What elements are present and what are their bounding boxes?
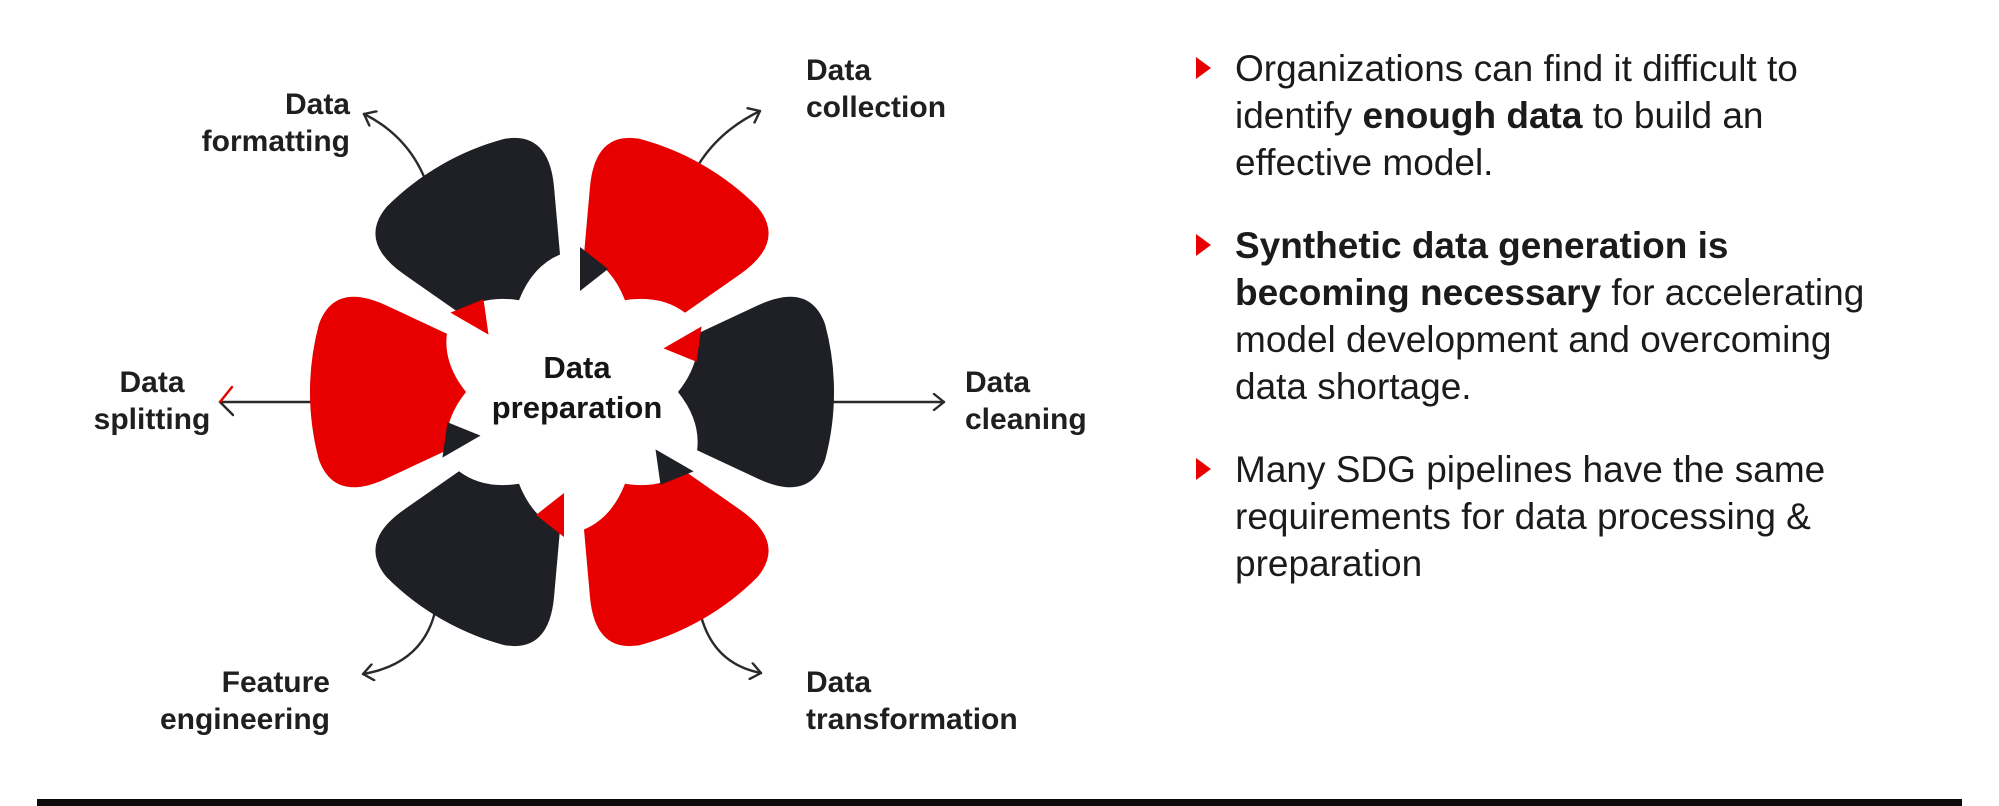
label-line: splitting (93, 403, 211, 436)
label-data-formatting: Data formatting (150, 86, 350, 160)
bullet-text-line: requirements for data processing & (1235, 493, 1825, 540)
bullet-text-segment: model development and overcoming (1235, 319, 1832, 360)
center-label-data-preparation: Data preparation (427, 348, 727, 428)
data-transformation-arrow (699, 614, 763, 673)
label-line: Data (806, 54, 872, 87)
label-data-splitting: Data splitting (52, 364, 252, 438)
gap-tab (649, 429, 708, 478)
bullet-triangle-icon (1196, 458, 1211, 480)
bullet-text-bold-segment: enough data (1362, 95, 1583, 136)
label-line: transformation (806, 703, 1018, 736)
segment-data-transformation (584, 471, 769, 647)
gap-tab (436, 429, 495, 478)
gap-tab (560, 488, 584, 542)
bullet-text-line: Many SDG pipelines have the same (1235, 446, 1825, 493)
cycle-chevron (442, 422, 481, 458)
data-splitting-arrow-barb-red (218, 385, 234, 404)
cycle-chevron (536, 493, 564, 537)
bullet-text-line: data shortage. (1235, 363, 1864, 410)
bullet-text-segment: Organizations can find it difficult to (1235, 48, 1798, 89)
bullet-text-line: identify enough data to build an (1235, 92, 1798, 139)
bullet-text-segment: identify (1235, 95, 1363, 136)
label-line: Data (284, 88, 350, 121)
feature-engineering-arrow (361, 610, 437, 674)
bullet-text-line: preparation (1235, 540, 1825, 587)
bullet-text-segment: to build an (1582, 95, 1764, 136)
cycle-chevron (655, 449, 694, 485)
label-line: Data (119, 366, 185, 399)
bullet-text-segment: preparation (1235, 543, 1423, 584)
label-line: engineering (159, 703, 330, 736)
label-line: Feature (221, 666, 330, 699)
bullet-text-segment: requirements for data processing & (1235, 496, 1811, 537)
cycle-chevron (580, 247, 608, 291)
cycle-segments (309, 137, 835, 647)
label-line: cleaning (965, 403, 1087, 436)
segment-feature-engineering (375, 471, 560, 647)
center-label-line: Data (543, 350, 611, 385)
label-line: collection (806, 91, 947, 124)
gap-tab (560, 242, 584, 296)
bullet-text-line: effective model. (1235, 139, 1798, 186)
bullet-text-line: model development and overcoming (1235, 316, 1864, 363)
label-feature-engineering: Feature engineering (130, 664, 330, 738)
cycle-chevron (663, 326, 702, 362)
bottom-bar (37, 799, 1962, 806)
bullet-text-segment: Many SDG pipelines have the same (1235, 449, 1826, 490)
label-line: formatting (201, 125, 350, 158)
cycle-chevron (450, 299, 489, 335)
bullet-text-line: Organizations can find it difficult to (1235, 45, 1798, 92)
bullet-text-bold-segment: becoming necessary (1235, 272, 1602, 313)
bullet-text-bold-segment: Synthetic data generation is (1235, 225, 1729, 266)
segment-data-collection (584, 137, 769, 313)
center-label-line: preparation (491, 390, 663, 425)
bullet-text-line: Synthetic data generation is (1235, 222, 1864, 269)
segment-data-formatting (375, 137, 560, 313)
bullet-text-segment: for accelerating (1601, 272, 1865, 313)
gap-tab (649, 306, 708, 355)
segment-data-splitting (309, 296, 466, 488)
data-splitting-arrow-barb-lower (218, 400, 235, 417)
label-data-cleaning: Data cleaning (965, 364, 1225, 438)
label-data-collection: Data collection (806, 52, 1066, 126)
gap-tab (436, 306, 495, 355)
label-line: Data (965, 366, 1031, 399)
bullet-text: Many SDG pipelines have the same requirem… (1235, 446, 1825, 587)
bullet-text-segment: data shortage. (1235, 366, 1472, 407)
bullet-text-line: becoming necessary for accelerating (1235, 269, 1864, 316)
label-data-transformation: Data transformation (806, 664, 1106, 738)
bullet-triangle-icon (1196, 234, 1211, 256)
bullet-text-segment: effective model. (1235, 142, 1494, 183)
label-line: Data (806, 666, 872, 699)
segment-data-cleaning (678, 296, 835, 488)
bullet-triangle-icon (1196, 57, 1211, 79)
bullet-item: Many SDG pipelines have the same requirem… (1196, 446, 1956, 587)
